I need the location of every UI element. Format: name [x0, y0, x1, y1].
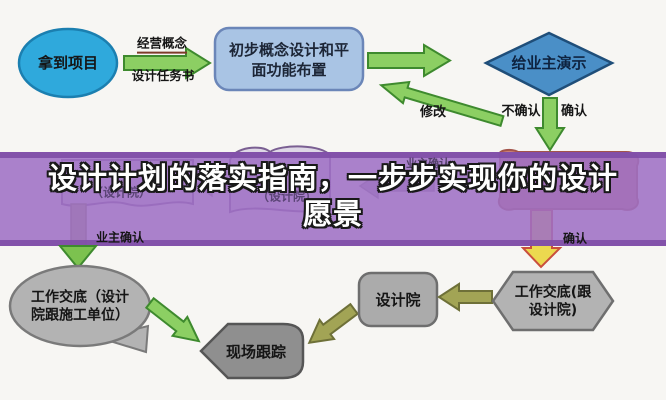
briefing-construction-label-line2: 院跟施工单位） — [31, 307, 129, 324]
presentation-diamond-shape — [483, 31, 615, 97]
design-institute-label: 设计院 — [375, 290, 421, 309]
banner-background — [0, 152, 666, 246]
briefing-institute-hexagon-shape — [491, 270, 615, 332]
briefing-institute-label-line1: 工作交底(跟 — [514, 284, 592, 301]
business-concept-label: 经营概念 — [136, 36, 188, 54]
flag-mid-label: （设计院） — [256, 189, 318, 204]
flag-left-label: （设计院） — [90, 185, 152, 200]
confirmed-label: 确认 — [560, 103, 588, 119]
briefing-construction-shape — [8, 264, 152, 348]
presentation-label: 给业主演示 — [511, 53, 587, 72]
banner-bottom-edge — [0, 240, 666, 246]
get-project-label: 拿到项目 — [37, 53, 99, 72]
confirmed-right-label: 确认 — [562, 231, 588, 246]
arrow-concept-to-presentation — [367, 43, 452, 78]
site-tracking-shape — [199, 322, 305, 380]
arrow-briefing2-to-institute — [437, 282, 493, 312]
banner-title-line2: 愿景 — [302, 197, 363, 231]
arrow-institute-to-tracking — [307, 302, 360, 344]
owner-confirm-left-label: 业主确认 — [95, 230, 145, 245]
briefing-institute-label-line2: 设计院) — [528, 302, 578, 319]
arrow-modify — [378, 80, 505, 128]
design-institute-shape — [357, 271, 439, 328]
not-confirmed-label: 不确认 — [501, 103, 541, 119]
design-brief-label: 设计任务书 — [131, 68, 195, 84]
get-project-shape — [17, 27, 119, 99]
arrow-briefing-to-tracking — [144, 296, 201, 343]
site-tracking-label: 现场跟踪 — [225, 342, 287, 361]
arrow-project-to-concept — [123, 46, 212, 80]
arrow-confirm-down — [534, 97, 566, 152]
concept-box-label-line2: 面功能布置 — [251, 60, 327, 79]
owner-confirm-mid-label: 业主确认 — [406, 156, 450, 170]
briefing-construction-label-line1: 工作交底（设计 — [31, 289, 129, 306]
concept-box-label-line1: 初步概念设计和平 — [228, 40, 350, 59]
banner-top-edge — [0, 152, 666, 158]
concept-design-box-shape — [213, 26, 365, 92]
banner-title-line1: 设计计划的落实指南，一步步实现你的设计 — [47, 161, 618, 195]
arrowhead-owner-confirm-left — [57, 245, 99, 270]
modify-label: 修改 — [419, 104, 447, 120]
